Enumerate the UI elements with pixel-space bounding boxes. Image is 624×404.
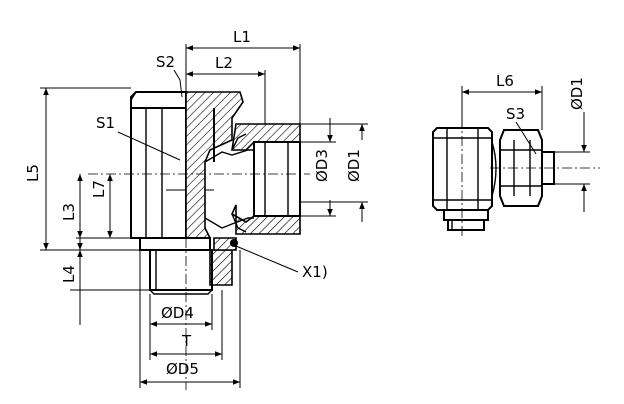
- bottom-stud: [139, 237, 238, 295]
- dim-D4: ØD4: [149, 294, 213, 330]
- side-port-nut: [88, 123, 310, 235]
- label-X1: X1): [302, 263, 328, 281]
- label-L6: L6: [496, 72, 514, 90]
- label-S1: S1: [96, 114, 115, 132]
- label-D1-right: ØD1: [568, 77, 586, 110]
- dim-S3: S3: [506, 105, 537, 155]
- dim-L1: L1: [185, 28, 301, 124]
- label-L7: L7: [90, 180, 108, 198]
- label-S3: S3: [506, 105, 525, 123]
- dim-D1-left: ØD1: [300, 123, 368, 222]
- label-L1: L1: [233, 28, 251, 46]
- label-D3: ØD3: [313, 149, 331, 182]
- side-connector-nut: [490, 129, 600, 207]
- label-T: T: [181, 332, 192, 350]
- dim-L6: L6: [461, 72, 543, 130]
- side-hex-body: [432, 118, 493, 236]
- label-L4: L4: [60, 265, 78, 283]
- dim-L5: L5: [24, 87, 140, 251]
- label-D5: ØD5: [166, 360, 199, 378]
- label-D1-left: ØD1: [345, 149, 363, 182]
- label-L3: L3: [60, 203, 78, 221]
- dim-T: T: [149, 290, 223, 360]
- label-S2: S2: [156, 53, 175, 71]
- dim-X1: X1): [235, 245, 328, 281]
- dim-L2: L2: [186, 54, 266, 124]
- dim-L7: L7: [90, 174, 131, 239]
- side-stud: [443, 209, 489, 231]
- dim-D5: ØD5: [139, 250, 241, 388]
- label-L2: L2: [215, 54, 233, 72]
- hex-body-section: [185, 91, 244, 286]
- dim-S2: S2: [156, 53, 183, 98]
- dim-S1: S1: [96, 114, 181, 161]
- side-view: L6 S3 ØD1: [432, 72, 600, 236]
- dim-D1-right: ØD1: [554, 77, 590, 212]
- main-section-view: L1 L2 S2 S1 L5 L3: [24, 28, 368, 390]
- label-L5: L5: [24, 164, 42, 182]
- dim-L4: L4: [60, 222, 150, 325]
- label-D4: ØD4: [161, 304, 194, 322]
- dim-D3: ØD3: [300, 118, 336, 217]
- dim-L3: L3: [60, 174, 131, 239]
